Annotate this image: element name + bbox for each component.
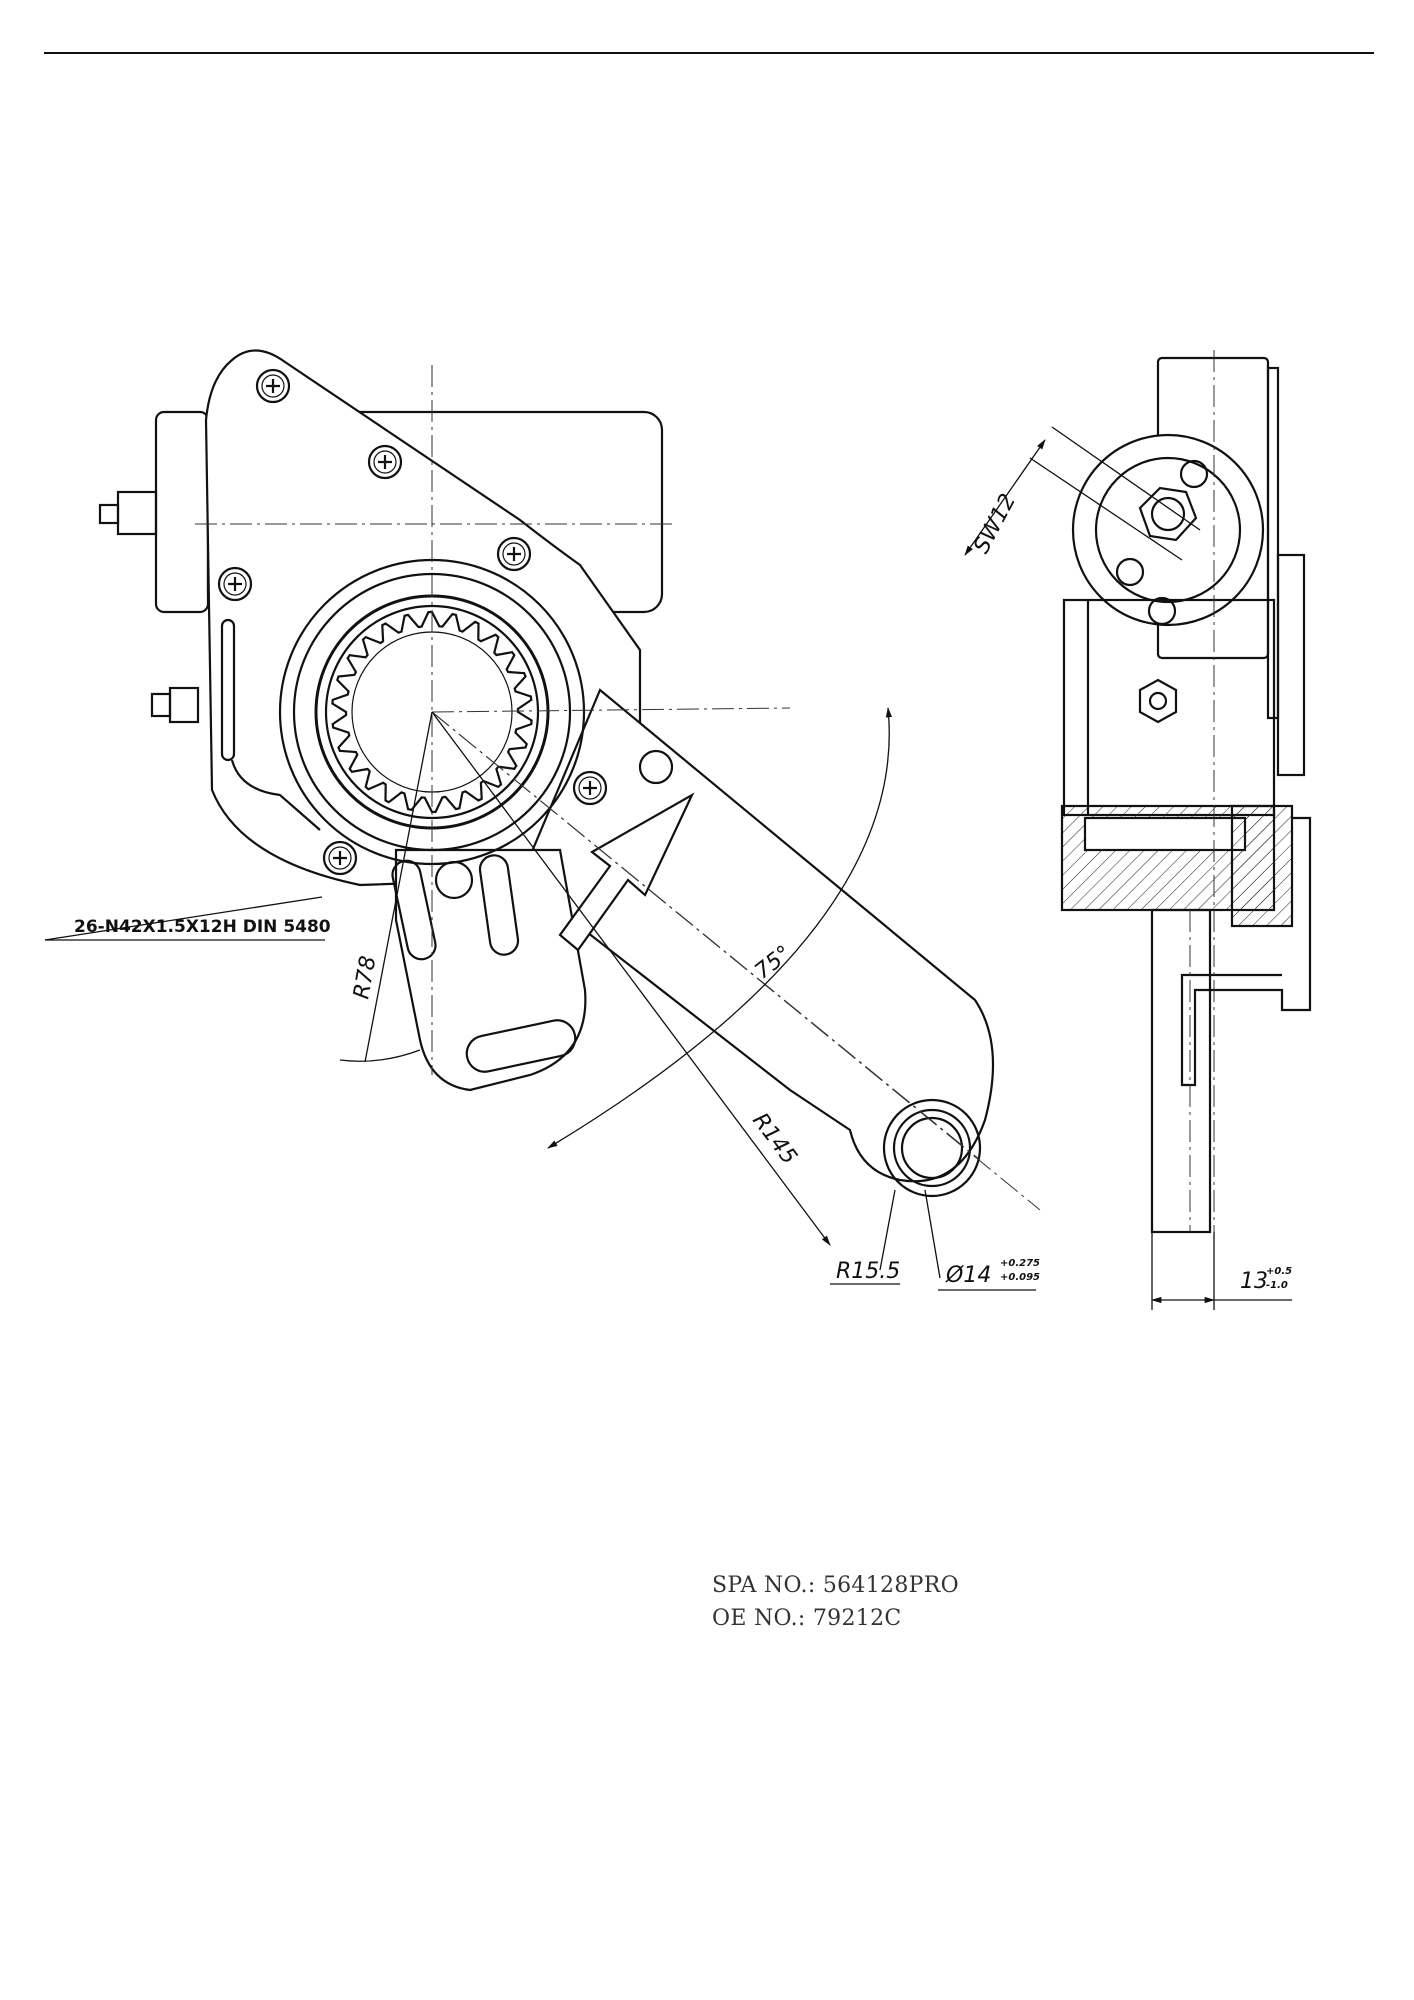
bore-diameter-label: Ø14 (945, 1263, 991, 1288)
radius-r145-label: R145 (747, 1109, 801, 1170)
screw-head (255, 368, 291, 404)
screw-head (322, 840, 358, 876)
spa-number: SPA NO.: 564128PRO (712, 1573, 959, 1598)
thickness-tolerance-upper: +0.5 (1266, 1266, 1292, 1277)
bore-tolerance-lower: +0.095 (1000, 1272, 1040, 1283)
wrench-size-label: SW12 (969, 490, 1021, 558)
thickness-label: 13 (1240, 1269, 1268, 1294)
screw-head (367, 444, 403, 480)
front-view (44, 349, 1041, 1291)
screws (217, 368, 608, 876)
radius-r78-label: R78 (349, 954, 381, 1001)
screw-head (572, 770, 608, 806)
bore-tolerance-upper: +0.275 (1000, 1258, 1040, 1269)
spline-spec-label: 26-N42X1.5X12H DIN 5480 (74, 917, 331, 937)
spline-teeth (331, 610, 533, 814)
oe-number: OE NO.: 79212C (712, 1606, 902, 1631)
spline-profile (331, 610, 533, 814)
radius-r15-5-label: R15.5 (836, 1259, 900, 1284)
side-view (964, 350, 1312, 1310)
thickness-tolerance-lower: -1.0 (1266, 1280, 1288, 1291)
screw-head (217, 566, 253, 602)
screw-head (496, 536, 532, 572)
